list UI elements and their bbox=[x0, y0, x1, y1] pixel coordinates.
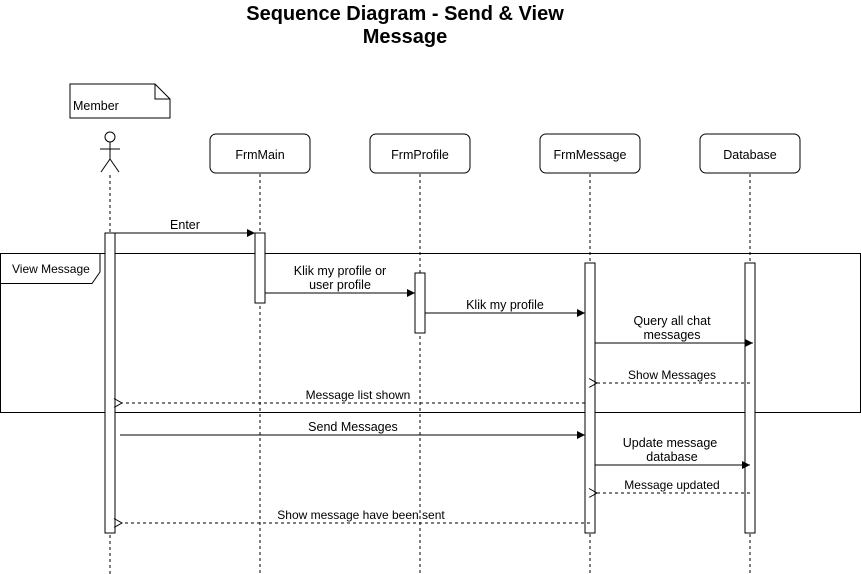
message-label: Message list shown bbox=[306, 388, 411, 402]
participant-frmmessage: FrmMessage bbox=[539, 133, 641, 174]
participant-label: FrmProfile bbox=[391, 148, 449, 162]
member-note: Member bbox=[69, 83, 171, 119]
message-update: Update message database bbox=[595, 436, 750, 469]
message-label: Enter bbox=[170, 218, 200, 232]
activation-database bbox=[744, 262, 756, 534]
participant-database: Database bbox=[699, 133, 801, 174]
message-query: Query all chat messages bbox=[595, 314, 753, 347]
message-klik-profile: Klik my profile or user profile bbox=[265, 264, 415, 297]
message-show-messages: Show Messages bbox=[597, 368, 750, 383]
participant-frmprofile: FrmProfile bbox=[369, 133, 471, 174]
participant-label: FrmMain bbox=[235, 148, 284, 162]
message-label: user profile bbox=[309, 278, 371, 292]
message-label: Message updated bbox=[624, 478, 719, 492]
activation-member bbox=[104, 232, 116, 534]
fragment-view-message: View Message bbox=[0, 253, 861, 413]
diagram-title-line1: Sequence Diagram - Send & View bbox=[246, 3, 564, 25]
note-text: Member bbox=[73, 99, 119, 113]
message-label: database bbox=[646, 450, 697, 464]
message-list-shown: Message list shown bbox=[122, 388, 585, 403]
message-send-messages: Send Messages bbox=[120, 420, 585, 439]
message-show-sent: Show message have been sent bbox=[122, 508, 590, 523]
activation-frmprofile bbox=[414, 272, 426, 334]
participant-label: FrmMessage bbox=[554, 148, 627, 162]
message-label: Klik my profile or bbox=[294, 264, 386, 278]
fragment-label: View Message bbox=[12, 262, 90, 276]
participant-frmmain: FrmMain bbox=[209, 133, 311, 174]
message-label: messages bbox=[644, 328, 701, 342]
stick-figure-icon bbox=[100, 131, 120, 173]
message-label: Show Messages bbox=[628, 368, 716, 382]
participant-label: Database bbox=[723, 148, 777, 162]
message-klik-my-profile: Klik my profile bbox=[425, 298, 585, 317]
message-enter: Enter bbox=[115, 218, 255, 237]
message-label: Query all chat bbox=[633, 314, 711, 328]
message-label: Update message bbox=[623, 436, 718, 450]
message-label: Show message have been sent bbox=[277, 508, 445, 522]
message-updated: Message updated bbox=[597, 478, 750, 493]
message-label: Send Messages bbox=[308, 420, 398, 434]
message-label: Klik my profile bbox=[466, 298, 544, 312]
activation-frmmessage bbox=[584, 262, 596, 534]
diagram-title-line2: Message bbox=[363, 26, 448, 48]
activation-frmmain bbox=[254, 232, 266, 304]
